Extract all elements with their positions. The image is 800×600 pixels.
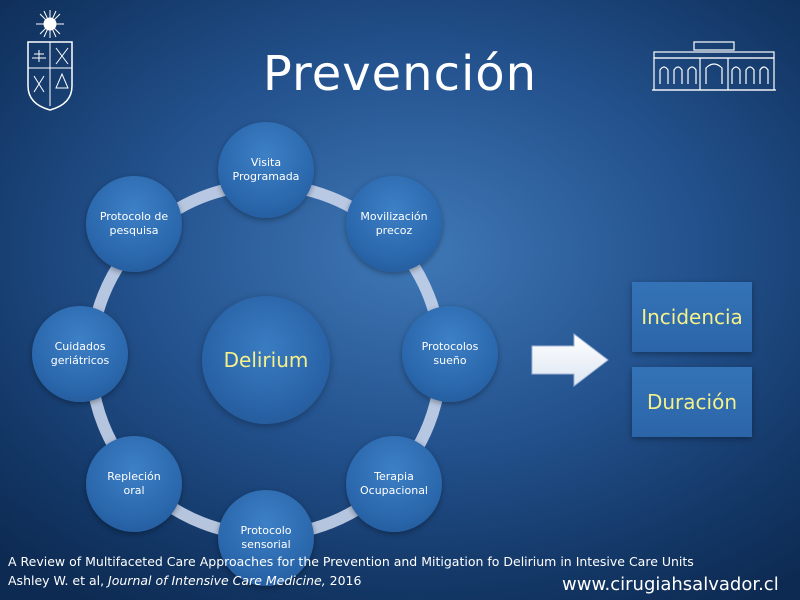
cycle-item-label: Terapia Ocupacional bbox=[359, 470, 428, 497]
cycle-item-label: Movilización precoz bbox=[360, 210, 428, 237]
cycle-item-terapia-ocupacional: Terapia Ocupacional bbox=[346, 436, 442, 532]
reference-author: Ashley W. et al, bbox=[8, 573, 109, 588]
center-delirium: Delirium bbox=[202, 296, 330, 424]
cycle-item-label: Protocolos sueño bbox=[421, 340, 479, 367]
university-crest-icon bbox=[27, 10, 73, 111]
reference-journal: Journal of Intensive Care Medicine, bbox=[108, 573, 326, 588]
outcome-incidencia: Incidencia bbox=[632, 282, 752, 352]
website-url: www.cirugiahsalvador.cl bbox=[562, 574, 779, 595]
cycle-item-visita-programada: Visita Programada bbox=[218, 122, 314, 218]
cycle-item-cuidados-geriatricos: Cuidados geriátricos bbox=[32, 306, 128, 402]
outcome-duracion: Duración bbox=[632, 367, 752, 437]
center-label: Delirium bbox=[223, 348, 309, 372]
cycle-item-protocolo-pesquisa: Protocolo de pesquisa bbox=[86, 176, 182, 272]
cycle-item-protocolo-sensorial: Protocolo sensorial bbox=[218, 490, 314, 586]
cycle-item-label: Protocolo sensorial bbox=[240, 524, 292, 551]
cycle-item-label: Protocolo de pesquisa bbox=[99, 210, 169, 237]
cycle-item-movilizacion-precoz: Movilización precoz bbox=[346, 176, 442, 272]
cycle-item-label: Visita Programada bbox=[232, 156, 300, 183]
cycle-item-label: Repleción oral bbox=[107, 470, 161, 497]
outcome-label: Duración bbox=[646, 390, 738, 414]
reference-citation: Ashley W. et al, Journal of Intensive Ca… bbox=[8, 573, 361, 588]
reference-year: 2016 bbox=[325, 573, 362, 588]
cycle-item-replecion-oral: Repleción oral bbox=[86, 436, 182, 532]
cycle-item-protocolos-sueno: Protocolos sueño bbox=[402, 306, 498, 402]
reference-title: A Review of Multifaceted Care Approaches… bbox=[8, 554, 694, 569]
building-facade-icon bbox=[652, 41, 776, 91]
slide-title: Prevención bbox=[262, 46, 538, 102]
cycle-item-label: Cuidados geriátricos bbox=[50, 340, 110, 367]
right-arrow-icon bbox=[531, 332, 609, 388]
outcome-label: Incidencia bbox=[641, 305, 743, 329]
